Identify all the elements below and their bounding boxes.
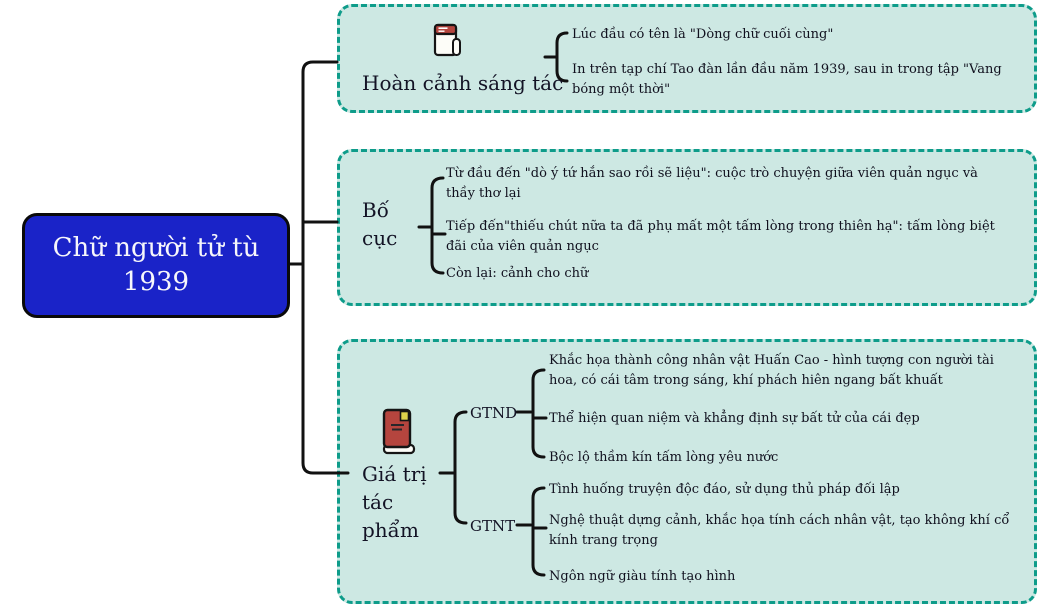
- leaf-node[interactable]: Còn lại: cảnh cho chữ: [446, 266, 589, 281]
- root-node[interactable]: Chữ người tử tù 1939: [22, 213, 290, 318]
- leaf-node[interactable]: In trên tạp chí Tao đàn lần đầu năm 1939…: [572, 62, 1002, 98]
- branch-label-bo-cuc[interactable]: Bố cục: [362, 198, 398, 250]
- leaf-node[interactable]: Tình huống truyện độc đáo, sử dụng thủ p…: [549, 482, 900, 497]
- notepad-icon: [432, 22, 466, 66]
- branch-label-gia-tri-tac-pham[interactable]: Giá trị tác phẩm: [362, 462, 427, 542]
- leaf-node[interactable]: Khắc họa thành công nhân vật Huấn Cao - …: [549, 353, 994, 389]
- branch-box-hoan-canh-sang-tac[interactable]: [337, 4, 1037, 113]
- leaf-node[interactable]: Lúc đầu có tên là "Dòng chữ cuối cùng": [572, 27, 834, 42]
- leaf-node[interactable]: Thể hiện quan niệm và khẳng định sự bất …: [549, 411, 920, 426]
- sub-node-gtnd[interactable]: GTND: [470, 404, 518, 422]
- book-icon: [380, 408, 418, 460]
- leaf-node[interactable]: Bộc lộ thầm kín tấm lòng yêu nước: [549, 450, 779, 465]
- sub-node-gtnt[interactable]: GTNT: [470, 517, 516, 535]
- branch-label-hoan-canh-sang-tac[interactable]: Hoàn cảnh sáng tác: [362, 71, 564, 95]
- leaf-node[interactable]: Tiếp đến"thiếu chút nữa ta đã phụ mất mộ…: [446, 219, 995, 255]
- leaf-node[interactable]: Nghệ thuật dựng cảnh, khắc họa tính cách…: [549, 513, 1010, 549]
- root-node-label: Chữ người tử tù 1939: [52, 232, 260, 297]
- leaf-node[interactable]: Từ đầu đến "dò ý tứ hắn sao rồi sẽ liệu"…: [446, 166, 978, 202]
- leaf-node[interactable]: Ngôn ngữ giàu tính tạo hình: [549, 569, 736, 584]
